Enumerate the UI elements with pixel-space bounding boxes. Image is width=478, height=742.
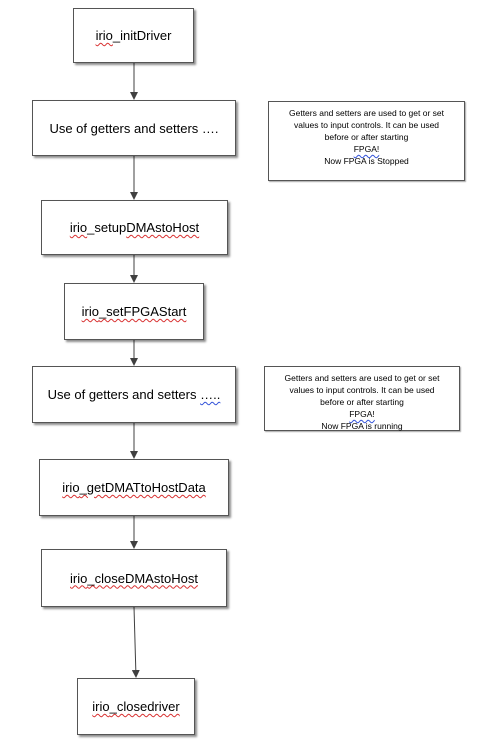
note-fpga-stopped: Getters and setters are used to get or s… [268, 101, 465, 181]
irio-setup-dma-label: irio_setupDMAstoHost [69, 220, 200, 235]
irio-close-driver-label: irio_closedriver [92, 699, 180, 714]
getters-setters-label-2: Use of getters and setters ….. [47, 387, 221, 402]
arrow-close-to-closedriver [131, 606, 140, 678]
irio-init-driver-box: irio_initDriver [73, 8, 194, 63]
irio-get-dma-data-box: irio_getDMATtoHostData [39, 459, 229, 516]
irio-set-fpga-start-label: irio_setFPGAStart [81, 304, 187, 319]
getters-setters-box-2: Use of getters and setters ….. [32, 366, 236, 423]
getters-setters-box-1: Use of getters and setters …. [32, 100, 236, 156]
irio-init-driver-label: irio_initDriver [95, 28, 172, 43]
irio-close-dma-box: irio_closeDMAstoHost [41, 549, 227, 607]
irio-close-dma-label: irio_closeDMAstoHost [70, 570, 198, 586]
irio-close-driver-box: irio_closedriver [77, 678, 195, 735]
irio-setup-dma-box: irio_setupDMAstoHost [41, 200, 228, 255]
note-fpga-running: Getters and setters are used to get or s… [264, 366, 460, 431]
irio-get-dma-data-label: irio_getDMATtoHostData [62, 480, 206, 495]
getters-setters-label-1: Use of getters and setters …. [49, 120, 219, 136]
irio-set-fpga-start-box: irio_setFPGAStart [64, 283, 204, 340]
